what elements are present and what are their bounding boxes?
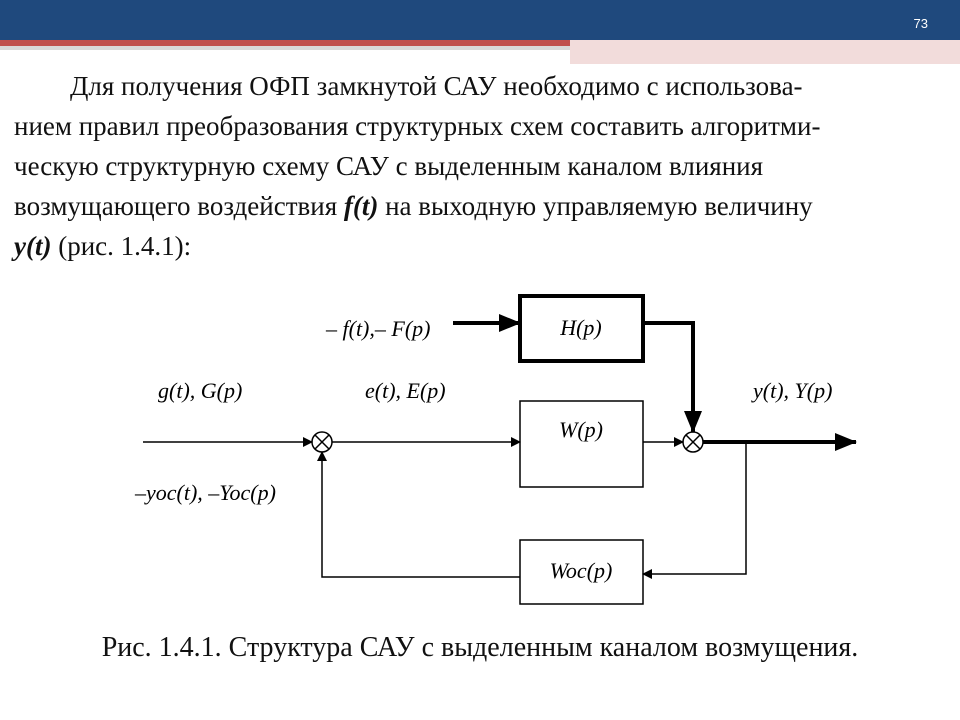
figure-caption: Рис. 1.4.1. Структура САУ с выделенным к…	[101, 632, 859, 663]
page-number: 73	[913, 16, 928, 31]
slide-header-bar	[0, 0, 960, 40]
paragraph-line-4: возмущающего воздействия f(t) на выходну…	[14, 186, 948, 226]
summing-junction-2	[682, 431, 704, 453]
paragraph-line-2: нием правил преобразования структурных с…	[14, 111, 821, 141]
header-gray-stripe	[0, 46, 960, 50]
block-woc	[519, 539, 644, 605]
paragraph-line-5: y(t) (рис. 1.4.1):	[14, 226, 948, 266]
paragraph-line-4-start: возмущающего воздействия	[14, 191, 344, 221]
disturbance-path-line	[643, 321, 702, 433]
paragraph-line-3: ческую структурную схему САУ с выделенны…	[14, 151, 764, 181]
intro-paragraph: Для получения ОФП замкнутой САУ необходи…	[14, 66, 948, 266]
paragraph-line-4-end: на выходную управляемую величину	[378, 191, 813, 221]
output-symbol: y(t)	[14, 231, 52, 261]
disturbance-label: – f(t),– F(p)	[325, 316, 430, 341]
paragraph-line-5-end: (рис. 1.4.1):	[51, 231, 192, 261]
error-label: e(t), E(p)	[365, 378, 446, 403]
block-woc-label: Woc(p)	[550, 558, 613, 583]
summing-junction-1	[311, 431, 333, 453]
block-w-label: W(p)	[559, 417, 603, 442]
input-label: g(t), G(p)	[158, 378, 242, 403]
disturbance-symbol: f(t)	[343, 191, 379, 221]
feedback-takeoff-line	[642, 442, 747, 579]
feedback-return-line	[317, 451, 520, 578]
output-label: y(t), Y(p)	[751, 378, 832, 403]
header-accent-stripe	[0, 40, 960, 46]
paragraph-line-1: Для получения ОФП замкнутой САУ необходи…	[70, 71, 803, 101]
header-pale-stripe	[570, 40, 960, 64]
block-w	[519, 400, 644, 488]
feedback-label: –yoc(t), –Yoc(p)	[134, 480, 276, 505]
block-h	[518, 294, 645, 363]
block-h-label: H(p)	[559, 315, 602, 340]
